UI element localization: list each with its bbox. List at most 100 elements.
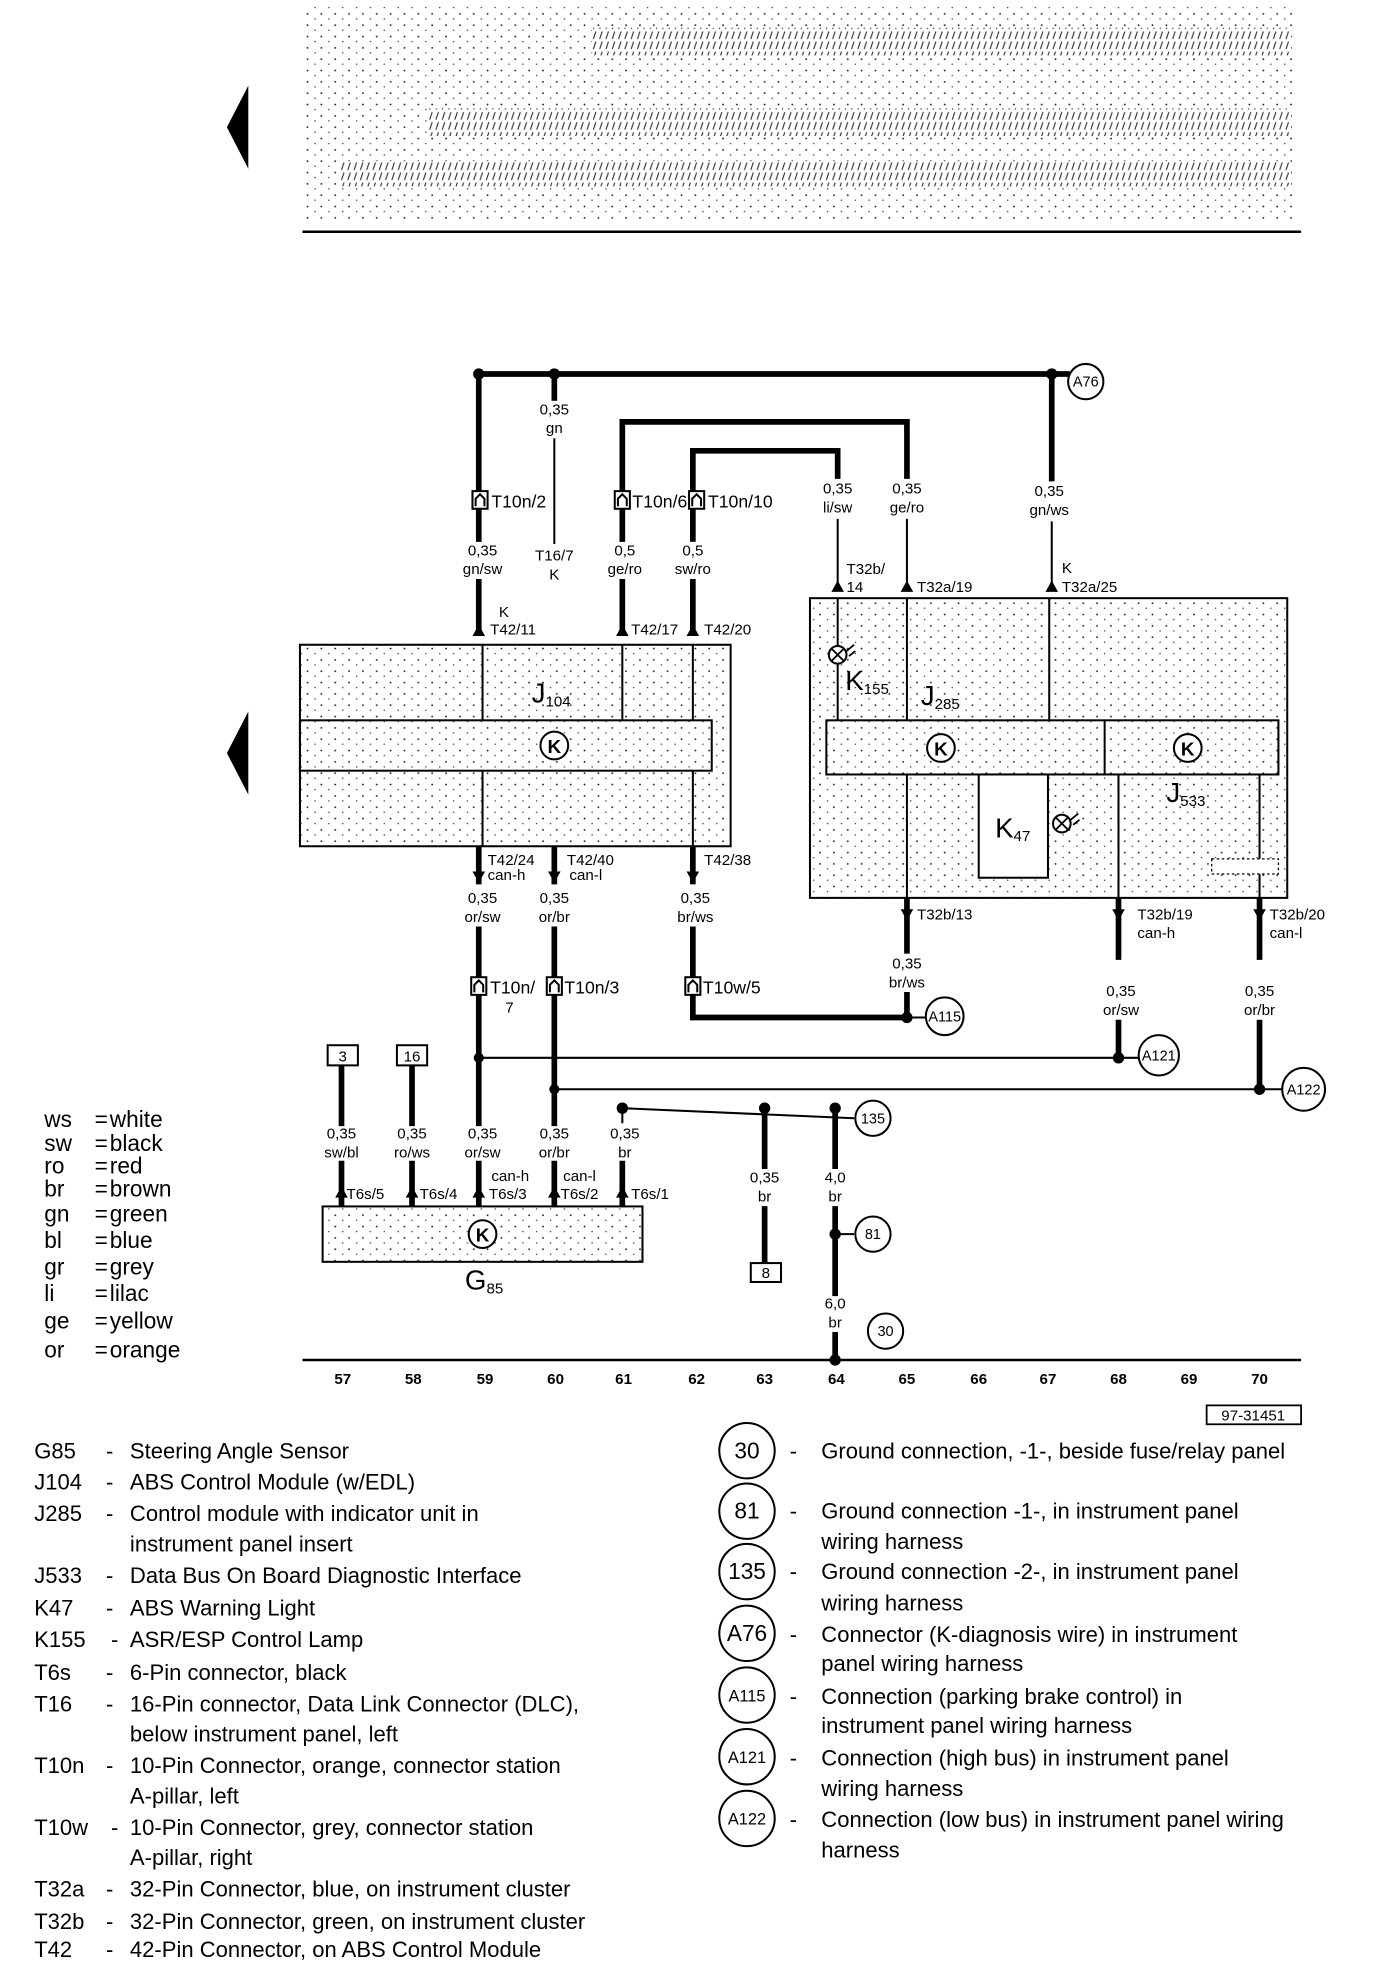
pin-label: T42/11 xyxy=(490,622,536,639)
wire-color: sw/ro xyxy=(675,561,711,578)
component-desc: 6-Pin connector, black xyxy=(130,1660,348,1685)
circle-ground-30: 30 xyxy=(877,1324,893,1340)
connector-label: T10w/5 xyxy=(703,978,761,998)
list-dash: - xyxy=(106,1909,113,1934)
legend-eq: = xyxy=(95,1153,108,1179)
wire-labels: 0,35 gn 0,35 li/sw 0,35 ge/ro 0,35 gn/ws… xyxy=(324,401,1275,1331)
wire-color: gn/ws xyxy=(1029,502,1069,519)
ground-id: 30 xyxy=(734,1437,759,1463)
component-desc: 32-Pin Connector, green, on instrument c… xyxy=(130,1909,585,1934)
terminal-box-8: 8 xyxy=(762,1265,770,1282)
terminal-boxes: 3 16 8 xyxy=(326,1044,783,1283)
column-number: 66 xyxy=(970,1371,987,1388)
connector-label: T10n/ xyxy=(490,978,535,998)
wire-gauge: 0,35 xyxy=(823,481,852,498)
pin-label: T6s/1 xyxy=(631,1186,669,1203)
legend-code: gn xyxy=(44,1201,69,1227)
circle-ground-135: 135 xyxy=(861,1111,885,1127)
color-legend: ws=white sw=black ro=red br=brown gn=gre… xyxy=(43,1106,180,1362)
component-id: J533 xyxy=(34,1563,82,1588)
wire-color: br/ws xyxy=(889,974,926,991)
legend-code: ge xyxy=(44,1308,69,1334)
column-number: 57 xyxy=(334,1371,351,1388)
wire-gauge: 0,35 xyxy=(892,955,921,972)
harness-connection-circles: A76 A115 A121 A122 135 81 30 xyxy=(854,362,1327,1350)
column-number: 62 xyxy=(688,1371,705,1388)
list-dash: - xyxy=(106,1596,113,1621)
signal-label: can-l xyxy=(563,1168,596,1185)
component-desc: 10-Pin Connector, grey, connector statio… xyxy=(130,1815,533,1840)
circle-a122: A122 xyxy=(1287,1082,1321,1098)
list-dash: - xyxy=(106,1501,113,1526)
circle-a121: A121 xyxy=(1142,1048,1176,1064)
terminal-box-3: 3 xyxy=(339,1049,347,1066)
column-number: 58 xyxy=(405,1371,422,1388)
list-dash: - xyxy=(106,1691,113,1716)
signal-label: can-h xyxy=(1137,925,1175,942)
pin-label: T42/40 xyxy=(567,852,614,869)
ground-desc: wiring harness xyxy=(820,1591,963,1616)
pin-label: 14 xyxy=(846,579,863,596)
pin-label: T42/17 xyxy=(631,622,678,639)
legend-eq: = xyxy=(95,1280,108,1306)
ground-connection-list: 30 - Ground connection, -1-, beside fuse… xyxy=(718,1422,1285,1862)
component-id: T10w xyxy=(34,1815,88,1840)
circle-a115: A115 xyxy=(928,1009,961,1025)
ground-desc: Connection (parking brake control) in xyxy=(821,1684,1182,1709)
pin-label: T42/20 xyxy=(704,622,751,639)
list-dash: - xyxy=(111,1627,118,1652)
ground-desc: Connector (K-diagnosis wire) in instrume… xyxy=(821,1622,1237,1647)
control-unit-symbol: K xyxy=(934,740,948,761)
component-id: T16 xyxy=(34,1691,72,1716)
wire-color: gn/sw xyxy=(463,561,503,578)
wire-color: br xyxy=(828,1188,841,1205)
component-desc: Data Bus On Board Diagnostic Interface xyxy=(130,1563,522,1588)
column-number: 64 xyxy=(828,1371,845,1388)
legend-eq: = xyxy=(95,1308,108,1334)
component-desc: 16-Pin connector, Data Link Connector (D… xyxy=(130,1691,579,1716)
wire-gauge: 0,35 xyxy=(750,1169,779,1186)
column-number: 59 xyxy=(477,1371,494,1388)
pin-arrows xyxy=(335,580,1266,1198)
pin-label: T32b/ xyxy=(846,561,885,578)
list-dash: - xyxy=(106,1660,113,1685)
wire-color: sw/bl xyxy=(324,1144,358,1161)
pin-labels: T16/7 K T32b/ 14 T32a/19 K T32a/25 K T42… xyxy=(347,547,1326,1202)
wire-color: br xyxy=(758,1188,771,1205)
legend-eq: = xyxy=(95,1201,108,1227)
wire-color: ge/ro xyxy=(608,561,642,578)
wire-gauge: 0,35 xyxy=(1106,983,1135,1000)
pin-label: T32b/13 xyxy=(917,906,972,923)
pin-label: T42/38 xyxy=(704,852,751,869)
column-number: 61 xyxy=(615,1371,632,1388)
connector-t10n-2-icon xyxy=(471,490,489,510)
legend-eq: = xyxy=(95,1175,108,1201)
component-id: K47 xyxy=(34,1596,73,1621)
k155-label: K155 xyxy=(845,665,889,698)
pin-label: T32a/19 xyxy=(917,579,972,596)
diagram-reference: 97-31451 xyxy=(1221,1407,1285,1424)
j104-label: J104 xyxy=(532,678,571,711)
connector-t10w-5-icon xyxy=(684,976,702,996)
control-unit-symbol: K xyxy=(476,1226,490,1247)
component-id: T32a xyxy=(34,1877,85,1902)
legend-code: bl xyxy=(44,1227,62,1253)
component-id: T6s xyxy=(34,1660,71,1685)
connector-label: T10n/2 xyxy=(491,492,546,512)
column-number: 65 xyxy=(899,1371,916,1388)
legend-code: ws xyxy=(43,1106,72,1132)
component-desc: ASR/ESP Control Lamp xyxy=(130,1627,363,1652)
legend-code: li xyxy=(44,1280,54,1306)
ground-desc: Ground connection, -1-, beside fuse/rela… xyxy=(821,1438,1285,1463)
list-dash: - xyxy=(106,1877,113,1902)
pin-label: T6s/4 xyxy=(420,1186,458,1203)
column-number: 69 xyxy=(1181,1371,1198,1388)
legend-name: grey xyxy=(110,1253,155,1279)
wire-gauge: 0,5 xyxy=(682,542,703,559)
pin-label: T32b/20 xyxy=(1270,906,1325,923)
wire-color: or/br xyxy=(539,909,570,926)
legend-eq: = xyxy=(95,1337,108,1363)
component-desc: A-pillar, left xyxy=(130,1783,239,1808)
legend-name: brown xyxy=(110,1175,172,1201)
legend-name: red xyxy=(110,1153,143,1179)
